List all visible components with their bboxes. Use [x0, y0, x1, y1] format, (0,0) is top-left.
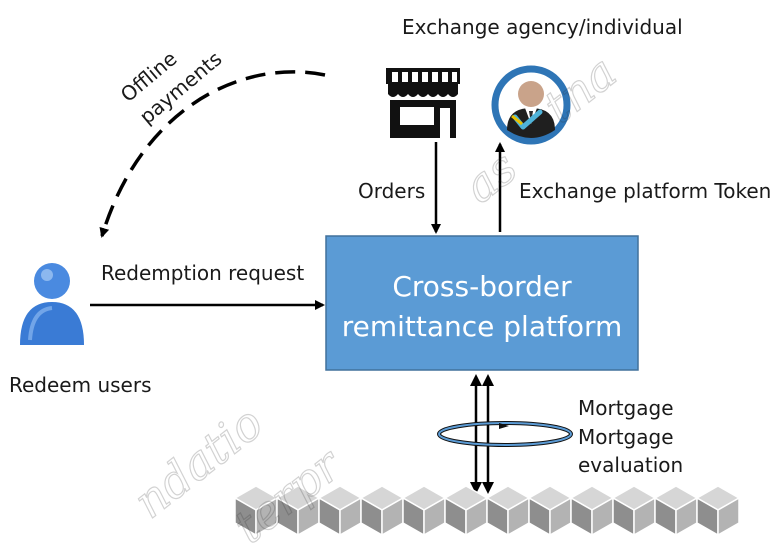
chain-cube — [360, 485, 404, 536]
exchange-agency-label: Exchange agency/individual — [402, 15, 683, 39]
offline-payments-arrow — [99, 70, 326, 238]
redeem-users-label: Redeem users — [9, 373, 152, 397]
orders-label: Orders — [358, 179, 425, 203]
chain-cube — [528, 485, 572, 536]
chain-cube — [444, 485, 488, 536]
chain-cube — [570, 485, 614, 536]
redemption-label: Redemption request — [101, 261, 304, 285]
token-label: Exchange platform Token — [519, 179, 771, 203]
mortgage-eval-label-line1: Mortgage — [578, 425, 674, 449]
chain-cube — [696, 485, 740, 536]
chain-cube — [612, 485, 656, 536]
svg-text:as: as — [454, 140, 527, 214]
chain-cube — [486, 485, 530, 536]
platform-title-line1: Cross-border — [392, 270, 572, 303]
chain-cube — [654, 485, 698, 536]
loop-arrow-icon — [437, 421, 573, 447]
mortgage-eval-label-line2: evaluation — [578, 453, 683, 477]
storefront-icon — [386, 68, 460, 138]
chain-cube — [402, 485, 446, 536]
verified-person-icon — [491, 65, 571, 145]
chain-double-arrows — [470, 374, 494, 494]
mortgage-label: Mortgage — [578, 396, 674, 420]
person-icon — [20, 263, 84, 345]
platform-title-line2: remittance platform — [342, 310, 623, 343]
platform-box — [325, 235, 639, 371]
